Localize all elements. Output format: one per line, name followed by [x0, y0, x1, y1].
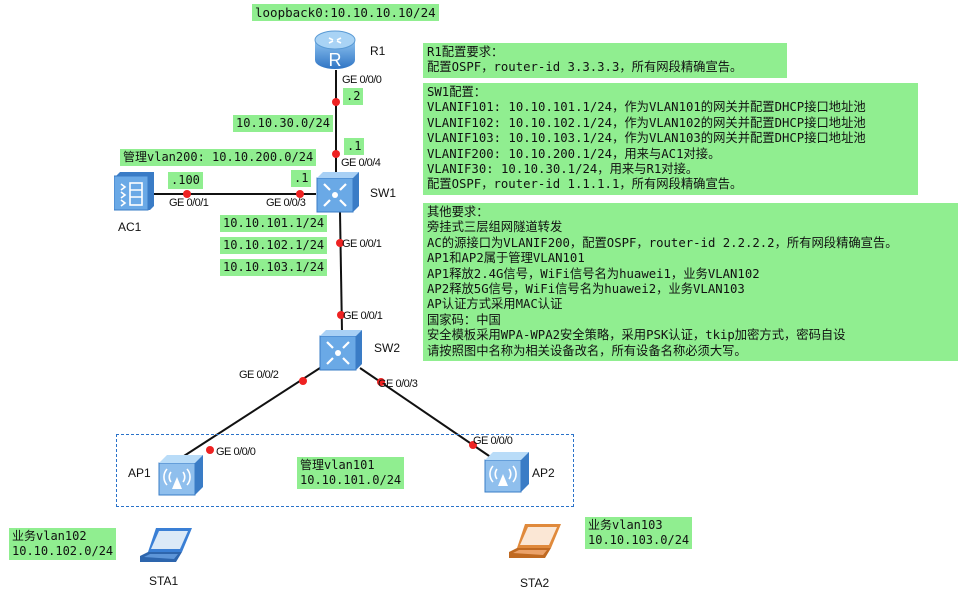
port-label-sw2-ge001: GE 0/0/1 — [343, 310, 383, 322]
port-dot-sw1-ge004 — [332, 150, 340, 158]
laptop-icon[interactable] — [138, 526, 194, 570]
service-vlan102-label: 业务vlan102 10.10.102.0/24 — [9, 528, 117, 560]
r1-requirements-note: R1配置要求： 配置OSPF，router-id 3.3.3.3，所有网段精确宣… — [423, 43, 787, 78]
service-vlan103-label: 业务vlan103 10.10.103.0/24 — [585, 517, 693, 549]
vlanif102-label: 10.10.102.1/24 — [220, 237, 328, 254]
port-label-sw1-ge004: GE 0/0/4 — [341, 157, 381, 169]
port-dot-sw1-ge003 — [296, 190, 304, 198]
port-label-sw1-ge003: GE 0/0/3 — [266, 197, 306, 209]
port-label-ac1-ge001: GE 0/0/1 — [169, 197, 209, 209]
port-dot-sw2-ge002 — [299, 377, 307, 385]
loopback-label: loopback0:10.10.10.10/24 — [252, 4, 439, 21]
device-label-sta1: STA1 — [149, 574, 179, 588]
sw1-ac1-host-label: .1 — [291, 170, 312, 187]
port-dot-ap1-ge000 — [206, 446, 214, 454]
sw1-r1-host-label: .1 — [344, 138, 365, 155]
link-sw2-ap1 — [169, 367, 321, 466]
port-dot-ac1-ge001 — [183, 190, 191, 198]
device-label-ap1: AP1 — [128, 466, 151, 480]
port-label-r1-ge000: GE 0/0/0 — [342, 74, 382, 86]
vlanif101-label: 10.10.101.1/24 — [220, 215, 328, 232]
port-label-ap1-ge000: GE 0/0/0 — [216, 446, 256, 458]
port-dot-ap2-ge000 — [469, 441, 477, 449]
r1-sw1-network-label: 10.10.30.0/24 — [233, 115, 333, 132]
port-dot-sw1-ge001 — [336, 239, 344, 247]
router-icon[interactable]: R — [312, 28, 358, 76]
port-label-sw2-ge002: GE 0/0/2 — [239, 369, 279, 381]
device-label-sw2: SW2 — [374, 341, 401, 355]
laptop-icon[interactable] — [507, 522, 563, 566]
port-label-ap2-ge000: GE 0/0/0 — [473, 435, 513, 447]
r1-host-label: .2 — [343, 88, 364, 105]
svg-text:R: R — [329, 50, 342, 70]
port-dot-sw2-ge003 — [377, 378, 385, 386]
port-label-sw1-ge001: GE 0/0/1 — [342, 238, 382, 250]
device-label-r1: R1 — [370, 44, 386, 58]
vlanif103-label: 10.10.103.1/24 — [220, 259, 328, 276]
core-switch-icon[interactable] — [318, 330, 362, 376]
ap-group-boundary — [116, 434, 574, 507]
device-label-sw1: SW1 — [370, 186, 397, 200]
port-label-sw2-ge003: GE 0/0/3 — [378, 378, 418, 390]
other-requirements-note: 其他要求： 旁挂式三层组网隧道转发 AC的源接口为VLANIF200，配置OSP… — [423, 203, 958, 362]
port-dot-r1-ge000 — [332, 98, 340, 106]
access-point-icon[interactable] — [483, 452, 529, 498]
port-dot-sw2-ge001 — [337, 311, 345, 319]
access-controller-icon[interactable] — [113, 172, 154, 216]
mgmt-vlan101-label: 管理vlan101 10.10.101.0/24 — [297, 457, 405, 489]
device-label-sta2: STA2 — [520, 576, 550, 590]
core-switch-icon[interactable] — [315, 172, 359, 218]
mgmt-vlan200-label: 管理vlan200: 10.10.200.0/24 — [120, 149, 317, 166]
ac1-host-label: .100 — [168, 172, 203, 189]
device-label-ap2: AP2 — [532, 466, 555, 480]
access-point-icon[interactable] — [157, 455, 203, 501]
sw1-config-note: SW1配置： VLANIF101: 10.10.101.1/24，作为VLAN1… — [423, 83, 918, 195]
device-label-ac1: AC1 — [118, 220, 142, 234]
